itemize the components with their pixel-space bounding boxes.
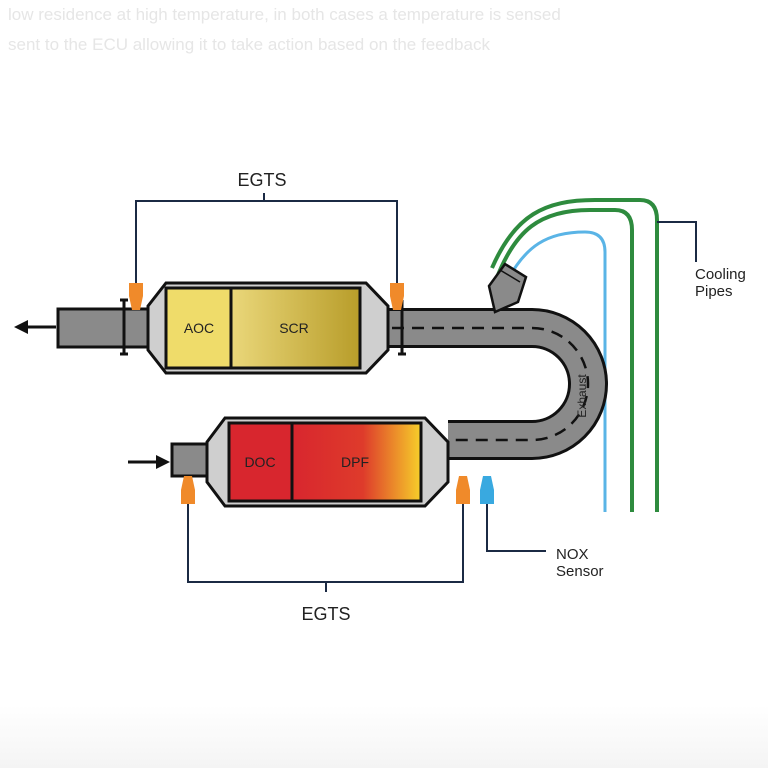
dpf-label: DPF bbox=[341, 454, 369, 470]
background-text-line-2: sent to the ECU allowing it to take acti… bbox=[8, 35, 490, 54]
egts-bottom-label: EGTS bbox=[301, 604, 350, 624]
cooling-pipes bbox=[490, 198, 659, 512]
doc-block bbox=[227, 421, 294, 503]
nox-sensor bbox=[480, 476, 494, 504]
egts-top-label: EGTS bbox=[237, 170, 286, 190]
egts-sensor-scr-outlet bbox=[129, 283, 143, 310]
bottom-band bbox=[0, 705, 768, 768]
cooling-pipes-label-line1: Cooling bbox=[695, 266, 746, 283]
arrow-right-icon bbox=[128, 455, 170, 469]
egts-sensor-dpf-outlet bbox=[456, 476, 470, 504]
nox-sensor-label-line2: Sensor bbox=[556, 563, 604, 580]
scr-block bbox=[229, 286, 362, 370]
dpf-housing bbox=[205, 416, 450, 508]
background-text-line-1: low residence at high temperature, in bo… bbox=[8, 5, 561, 24]
cooling-pipes-label-line2: Pipes bbox=[695, 283, 733, 300]
cooling-leader bbox=[657, 221, 697, 262]
scr-housing bbox=[146, 281, 390, 375]
aoc-label: AOC bbox=[184, 320, 214, 336]
exhaust-label: Exhaust bbox=[575, 374, 589, 418]
egts-sensor-scr-inlet bbox=[390, 283, 404, 310]
egts-top-bracket bbox=[135, 193, 398, 285]
arrow-left-icon bbox=[14, 320, 56, 334]
doc-inlet-pipe bbox=[170, 442, 212, 478]
nox-sensor-label-line1: NOX bbox=[556, 546, 589, 563]
egts-bottom-bracket bbox=[187, 502, 464, 592]
scr-label: SCR bbox=[279, 320, 309, 336]
exhaust-pipe bbox=[388, 308, 608, 460]
egts-sensor-doc-inlet bbox=[181, 476, 195, 504]
dpf-block bbox=[290, 421, 423, 503]
nox-leader bbox=[486, 502, 546, 552]
doc-label: DOC bbox=[244, 454, 275, 470]
cooling-injector bbox=[487, 262, 528, 314]
